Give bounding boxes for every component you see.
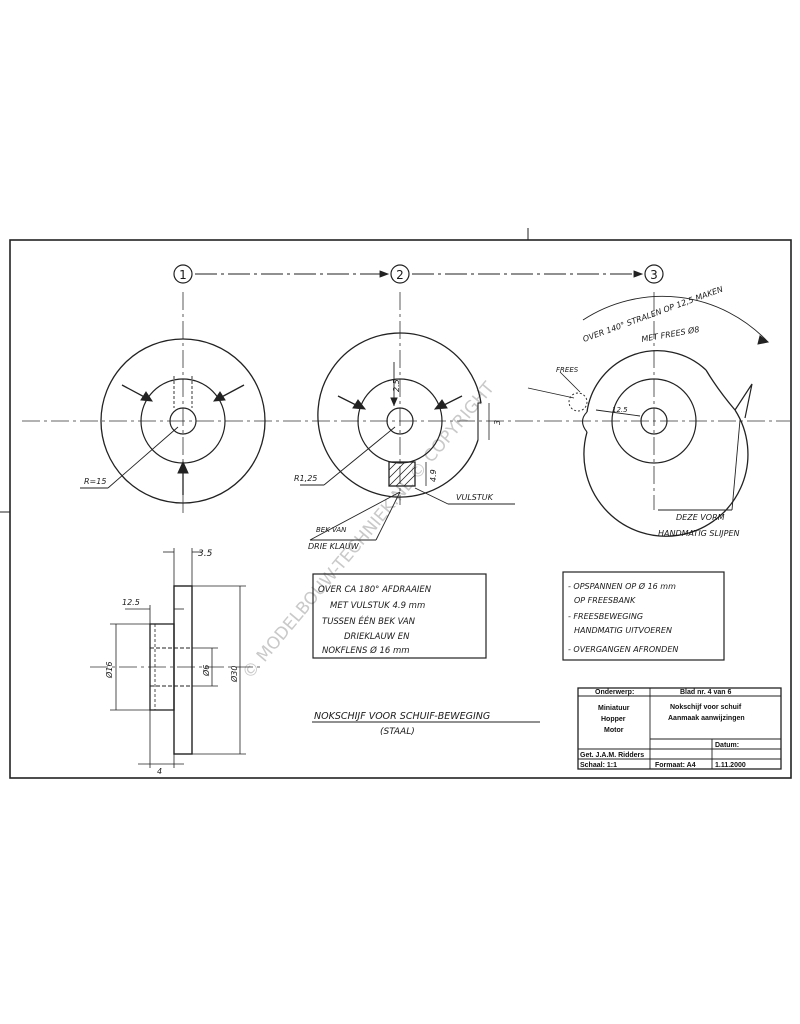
view-2-block-label: VULSTUK <box>456 493 494 502</box>
note-left-line-3: TUSSEN ÉÉN BEK VAN <box>322 615 416 627</box>
title-block-description-1: Nokschijf voor schuif <box>670 704 742 711</box>
marker-3: 3 <box>644 264 664 284</box>
view-3-dim-radius: 12.5 <box>612 406 628 414</box>
side-dim-left: Ø16 <box>104 662 114 679</box>
side-dim-top: 3.5 <box>198 549 213 559</box>
view-3-cutter-label: FREES <box>556 366 579 374</box>
title-block-subject-line-2: Hopper <box>601 716 626 723</box>
title-block <box>577 687 782 770</box>
title-block-date-value: 1.11.2000 <box>715 762 746 769</box>
svg-text:3: 3 <box>650 268 658 282</box>
view-2-dim-side: 3 <box>493 420 502 425</box>
view-3-disc <box>527 295 770 537</box>
title-block-format: Formaat: A4 <box>655 762 696 769</box>
side-dim-bore: Ø6 <box>201 665 211 677</box>
note-right-box <box>562 571 725 661</box>
centre-lines <box>22 292 790 668</box>
view-3-shape-label: DEZE VORM <box>676 513 725 522</box>
title-block-subject-label: Onderwerp: <box>595 689 634 696</box>
note-left-line-2: MET VULSTUK 4.9 mm <box>330 601 425 611</box>
view-2-dim-vertical: 2.5 <box>392 379 401 392</box>
view-2-jaw-label-2: DRIE KLAUW <box>308 542 360 551</box>
title-block-sheet-number: Blad nr. 4 van 6 <box>680 689 731 696</box>
title-block-description-2: Aanmaak aanwijzingen <box>668 715 745 722</box>
drawing-title: NOKSCHIJF VOOR SCHUIF-BEWEGING <box>314 711 490 722</box>
view-2-jaw-label-1: BEK VAN <box>316 526 347 534</box>
side-dim-bottom: 4 <box>157 767 162 776</box>
view-2-radius-label: R1,25 <box>294 474 317 483</box>
title-block-date-label: Datum: <box>715 742 739 749</box>
note-right-line-3: - FREESBEWEGING <box>568 612 643 621</box>
note-right-line-5: - OVERGANGEN AFRONDEN <box>568 645 678 654</box>
side-view <box>110 548 246 768</box>
side-dim-hub: 12.5 <box>122 598 140 607</box>
marker-line <box>195 270 644 278</box>
side-dim-outer: Ø30 <box>229 666 239 683</box>
svg-text:1: 1 <box>179 268 187 282</box>
note-left-line-1: OVER CA 180° AFDRAAIEN <box>318 585 432 595</box>
view-2-disc <box>300 332 515 541</box>
title-block-subject-line-1: Miniatuur <box>598 705 630 712</box>
view-3-shape-label-2: HANDMATIG SLIJPEN <box>658 529 740 538</box>
view-1-radius-label: R=15 <box>84 477 106 486</box>
view-1-disc <box>80 338 266 504</box>
drawing-border <box>9 239 792 779</box>
drawing-subtitle: (STAAL) <box>380 727 415 737</box>
view-2-dim-block: 4.9 <box>429 469 438 482</box>
title-block-subject-line-3: Motor <box>604 727 624 734</box>
marker-1: 1 <box>173 264 193 284</box>
svg-text:2: 2 <box>396 268 404 282</box>
note-right-line-4: HANDMATIG UITVOEREN <box>574 626 672 635</box>
note-left-line-4: DRIEKLAUW EN <box>344 632 410 642</box>
title-block-drawn-by: Get. J.A.M. Ridders <box>580 752 644 759</box>
note-left-line-5: NOKFLENS Ø 16 mm <box>322 645 410 656</box>
note-right-line-2: OP FREESBANK <box>574 596 636 605</box>
marker-2: 2 <box>390 264 410 284</box>
title-block-scale: Schaal: 1:1 <box>580 762 617 769</box>
note-right-line-1: - OPSPANNEN OP Ø 16 mm <box>568 581 676 591</box>
view-3-arc-label-2: MET FREES Ø8 <box>641 324 701 344</box>
note-left-box <box>312 573 487 659</box>
